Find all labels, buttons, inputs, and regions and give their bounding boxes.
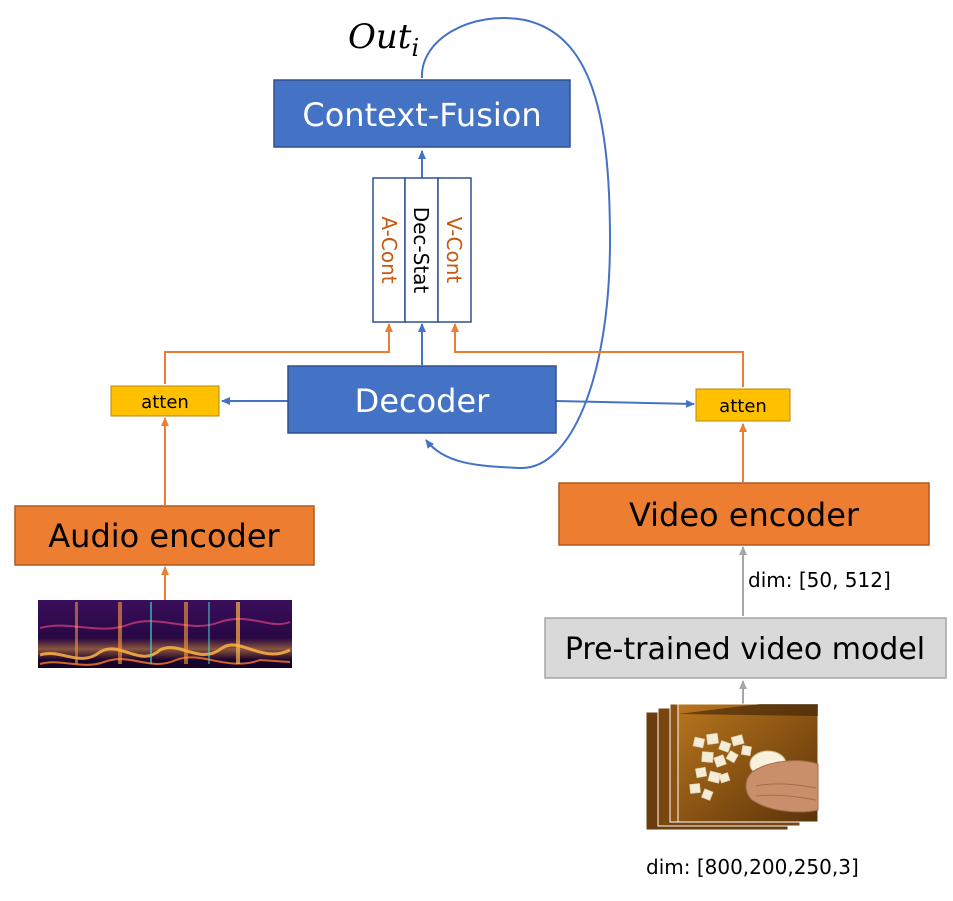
video-encoder-block: Video encoder [558, 482, 930, 546]
onion-pieces [689, 732, 752, 801]
context-fusion-label: Context-Fusion [302, 96, 541, 134]
a-cont-label: A-Cont [377, 216, 401, 283]
decoder-label: Decoder [355, 382, 491, 420]
atten-right-block: atten [695, 388, 791, 422]
atten-right-to-vcont-arrow [451, 323, 744, 387]
context-fusion-block: Context-Fusion [273, 79, 571, 148]
pretrained-model-block: Pre-trained video model [544, 617, 947, 679]
video-input-dim-label: dim: [800,200,250,3] [646, 855, 859, 879]
decoder-to-atten-right-arrow [555, 399, 695, 408]
atten-left-label: atten [141, 392, 189, 413]
video-encoder-label: Video encoder [629, 496, 860, 534]
decoder-block: Decoder [287, 365, 557, 434]
video-frames-image [645, 703, 819, 831]
pretrained-model-label: Pre-trained video model [565, 632, 925, 667]
hand-shape [745, 760, 819, 813]
context-vector: A-Cont Dec-Stat V-Cont [372, 177, 472, 323]
spectrogram-image [38, 600, 292, 668]
atten-right-label: atten [719, 396, 767, 417]
dec-stat-label: Dec-Stat [409, 207, 433, 294]
output-subscript: i [411, 34, 419, 62]
encoder-input-dim-label: dim: [50, 512] [748, 568, 891, 592]
v-cont-label: V-Cont [442, 217, 466, 284]
audio-encoder-block: Audio encoder [14, 505, 315, 566]
feedback-loop-connector [420, 17, 612, 470]
atten-left-block: atten [110, 385, 220, 417]
output-label: Outi [348, 17, 419, 62]
audio-encoder-label: Audio encoder [48, 517, 280, 555]
atten-left-to-acont-arrow [164, 323, 393, 384]
